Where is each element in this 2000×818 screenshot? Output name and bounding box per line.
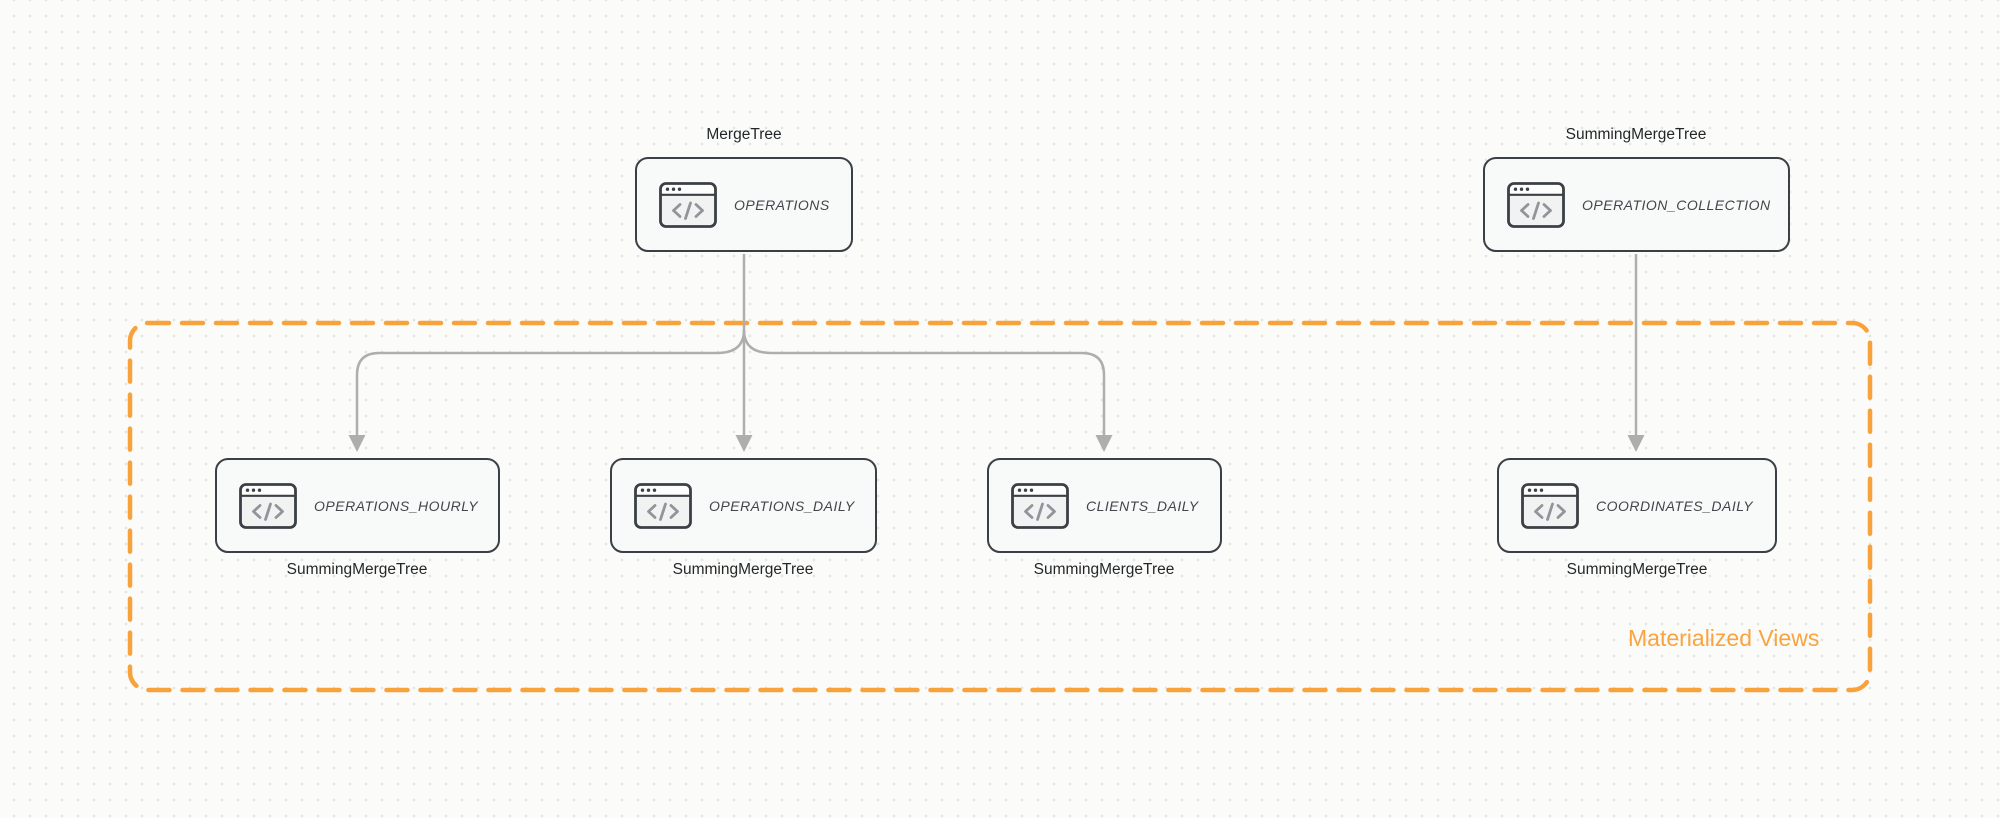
engine-label-operations-hourly: SummingMergeTree — [286, 561, 428, 578]
node-coordinates-daily[interactable]: COORDINATES_DAILY — [1497, 458, 1777, 553]
node-operations-hourly[interactable]: OPERATIONS_HOURLY — [215, 458, 500, 553]
table-name: CLIENTS_DAILY — [1086, 497, 1199, 514]
edge-operations-to-clients-daily — [742, 329, 1106, 436]
materialized-views-group-border — [127, 320, 1873, 693]
table-name: OPERATIONS_HOURLY — [314, 497, 479, 514]
node-clients-daily[interactable]: CLIENTS_DAILY — [987, 458, 1222, 553]
node-operation-collection[interactable]: OPERATION_COLLECTION — [1483, 157, 1790, 252]
table-name: OPERATIONS — [734, 196, 830, 213]
code-window-icon — [1011, 482, 1069, 529]
code-window-icon — [1507, 181, 1565, 228]
engine-label-operation-collection: SummingMergeTree — [1565, 126, 1707, 143]
engine-label-coordinates-daily: SummingMergeTree — [1566, 561, 1708, 578]
code-window-icon — [659, 181, 717, 228]
node-operations[interactable]: OPERATIONS — [635, 157, 853, 252]
edge-operations-to-operations-hourly — [355, 329, 746, 436]
code-window-icon — [1521, 482, 1579, 529]
arrowhead-operations-daily — [735, 435, 753, 452]
arrowhead-clients-daily — [1095, 435, 1113, 452]
node-operations-daily[interactable]: OPERATIONS_DAILY — [610, 458, 877, 553]
arrowhead-coordinates-daily — [1627, 435, 1645, 452]
code-window-icon — [634, 482, 692, 529]
engine-label-operations-daily: SummingMergeTree — [672, 561, 814, 578]
table-name: OPERATIONS_DAILY — [709, 497, 855, 514]
engine-label-clients-daily: SummingMergeTree — [1033, 561, 1175, 578]
arrowhead-operations-hourly — [348, 435, 366, 452]
engine-label-operations: MergeTree — [706, 126, 782, 143]
table-name: OPERATION_COLLECTION — [1582, 196, 1771, 213]
materialized-views-label: Materialized Views — [1628, 625, 1820, 651]
code-window-icon — [239, 482, 297, 529]
table-name: COORDINATES_DAILY — [1596, 497, 1754, 514]
